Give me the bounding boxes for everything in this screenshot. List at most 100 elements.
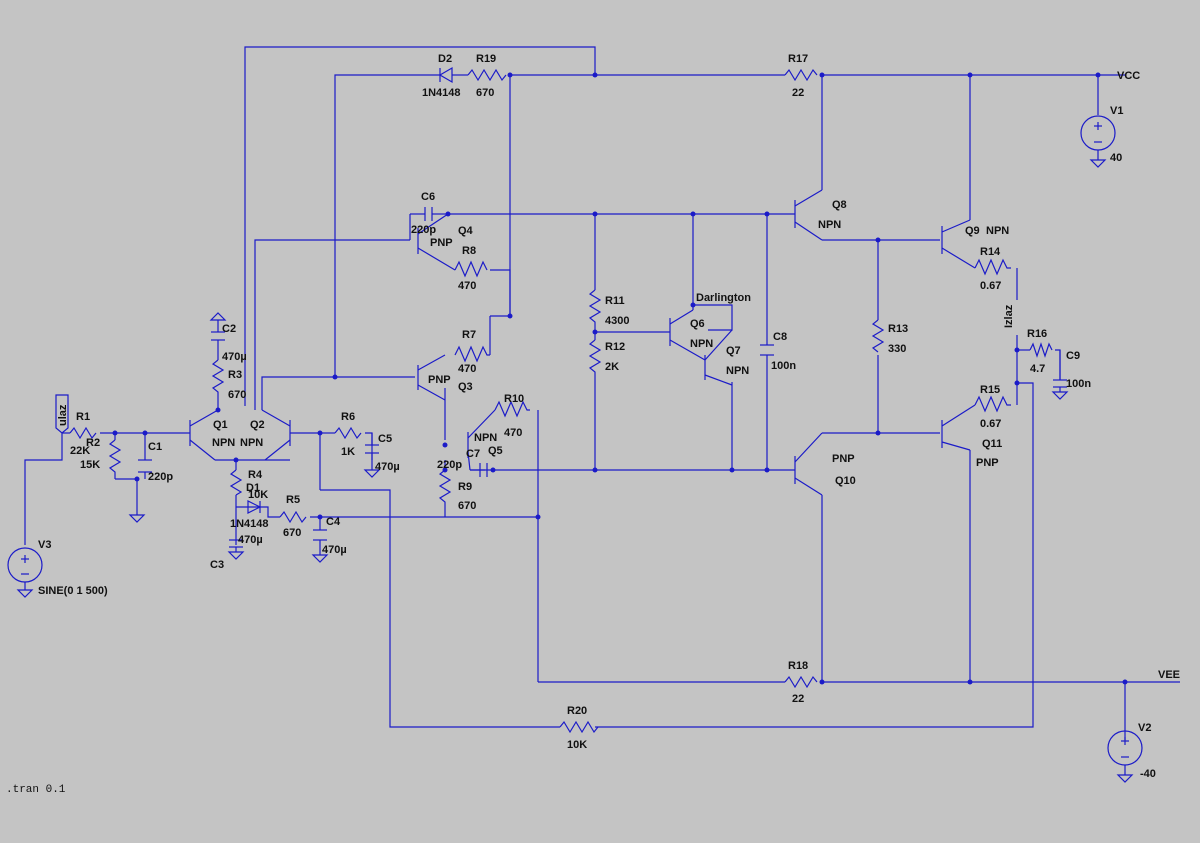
c6-name: C6	[421, 191, 435, 203]
v2-name: V2	[1138, 722, 1151, 734]
q10-name: Q10	[835, 475, 856, 487]
r13-name: R13	[888, 323, 908, 335]
r14-name: R14	[980, 246, 1001, 258]
q9-name: Q9	[965, 225, 980, 237]
r20-name: R20	[567, 705, 587, 717]
r5-value: 670	[283, 527, 301, 539]
r17-value: 22	[792, 87, 804, 99]
c2-name: C2	[222, 323, 236, 335]
r5-name: R5	[286, 494, 300, 506]
q10-type: PNP	[832, 453, 855, 465]
r3-value: 670	[228, 389, 246, 401]
c4-value: 470µ	[322, 544, 347, 556]
c8-name: C8	[773, 331, 787, 343]
r16-value: 4.7	[1030, 363, 1045, 375]
c8-value: 100n	[771, 360, 796, 372]
net-label-ulaz: ulaz	[57, 404, 69, 426]
q9-type: NPN	[986, 225, 1009, 237]
v3-value: SINE(0 1 500)	[38, 585, 108, 597]
r14-value: 0.67	[980, 280, 1001, 292]
darlington-label: Darlington	[696, 292, 751, 304]
r18-value: 22	[792, 693, 804, 705]
r8-name: R8	[462, 245, 476, 257]
r7-name: R7	[462, 329, 476, 341]
r13-value: 330	[888, 343, 906, 355]
q11-name: Q11	[982, 438, 1002, 450]
r4-name: R4	[248, 469, 263, 481]
r3-name: R3	[228, 369, 242, 381]
r4-value: 10K	[248, 489, 268, 501]
spice-directive: .tran 0.1	[6, 784, 66, 796]
c3-value: 470µ	[238, 534, 263, 546]
q2-type: NPN	[240, 437, 263, 449]
v1-value: 40	[1110, 152, 1122, 164]
q7-type: NPN	[726, 365, 749, 377]
r16-name: R16	[1027, 328, 1047, 340]
q4-name: Q4	[458, 225, 474, 237]
c5-value: 470µ	[375, 461, 400, 473]
resistor-symbols	[69, 68, 1053, 734]
r2-name: R2	[86, 437, 100, 449]
r1-name: R1	[76, 411, 90, 423]
r6-value: 1K	[341, 446, 355, 458]
q1-name: Q1	[213, 419, 228, 431]
d2-value: 1N4148	[422, 87, 461, 99]
c1-name: C1	[148, 441, 162, 453]
c4-name: C4	[326, 516, 341, 528]
r19-name: R19	[476, 53, 496, 65]
net-flags	[55, 394, 69, 434]
net-label-vcc: VCC	[1117, 70, 1140, 82]
c1-value: 220p	[148, 471, 173, 483]
net-label-vee: VEE	[1158, 669, 1180, 681]
wires	[24, 46, 1180, 740]
r2-value: 15K	[80, 459, 100, 471]
c6-value: 220p	[411, 224, 436, 236]
q8-name: Q8	[832, 199, 847, 211]
r18-name: R18	[788, 660, 808, 672]
v1-name: V1	[1110, 105, 1123, 117]
net-label-izlaz: Izlaz	[1003, 304, 1015, 328]
q6-name: Q6	[690, 318, 705, 330]
d1-value: 1N4148	[230, 518, 269, 530]
q11-type: PNP	[976, 457, 999, 469]
capacitor-symbols	[138, 207, 1069, 563]
r12-value: 2K	[605, 361, 619, 373]
c7-value: 220p	[437, 459, 462, 471]
q3-type: PNP	[428, 374, 451, 386]
r15-value: 0.67	[980, 418, 1001, 430]
q5-type: NPN	[474, 432, 497, 444]
r19-value: 670	[476, 87, 494, 99]
junctions	[112, 72, 1128, 685]
r6-name: R6	[341, 411, 355, 423]
d1-name: D1	[246, 482, 260, 494]
q1-type: NPN	[212, 437, 235, 449]
q4-type: PNP	[430, 237, 453, 249]
c3-name: C3	[210, 559, 224, 571]
q3-name: Q3	[458, 381, 473, 393]
c5-name: C5	[378, 433, 392, 445]
r15-name: R15	[980, 384, 1000, 396]
r17-name: R17	[788, 53, 808, 65]
v2-value: -40	[1140, 768, 1156, 780]
transistor-symbols	[189, 189, 976, 496]
c9-value: 100n	[1066, 378, 1091, 390]
r10-value: 470	[504, 427, 522, 439]
r9-value: 670	[458, 500, 476, 512]
r10-name: R10	[504, 393, 524, 405]
v3-name: V3	[38, 539, 51, 551]
diode-symbols	[247, 66, 468, 514]
r11-value: 4300	[605, 315, 629, 327]
c7-name: C7	[466, 448, 480, 460]
r1-value: 22K	[70, 445, 90, 457]
q5-name: Q5	[488, 445, 503, 457]
d2-name: D2	[438, 53, 452, 65]
q8-type: NPN	[818, 219, 841, 231]
c2-value: 470µ	[222, 351, 247, 363]
r8-value: 470	[458, 280, 476, 292]
q7-name: Q7	[726, 345, 741, 357]
r11-name: R11	[605, 295, 625, 307]
q6-type: NPN	[690, 338, 713, 350]
r9-name: R9	[458, 481, 472, 493]
